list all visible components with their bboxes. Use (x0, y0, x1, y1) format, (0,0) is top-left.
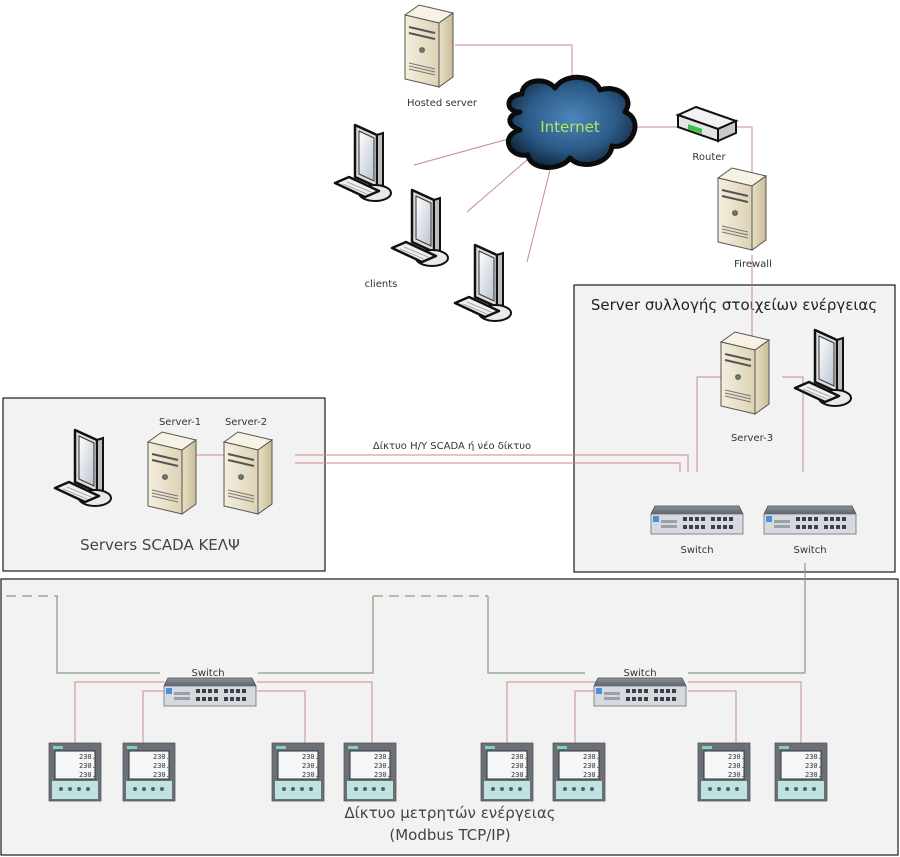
hosted-server-label: Hosted server (407, 98, 478, 109)
router-label: Router (692, 152, 726, 163)
switch-label: Switch (680, 545, 713, 556)
meter-reading: 230. (728, 753, 745, 761)
meter-reading: 230. (728, 762, 745, 770)
energy-meter-icon[interactable]: 230.230.230. (774, 742, 828, 802)
meter-reading: 230. (511, 762, 528, 770)
meter-reading: 230. (153, 771, 170, 779)
meter-reading: 230. (374, 771, 391, 779)
link-client3-internet (526, 169, 551, 263)
firewall-icon[interactable] (717, 167, 767, 251)
energy-meter-icon[interactable]: 230.230.230. (48, 742, 102, 802)
switch-icon[interactable] (650, 505, 744, 535)
meter-reading: 230. (728, 771, 745, 779)
meter-reading: 230. (805, 762, 822, 770)
scada-servers-group: Server-1 Server-2 Servers SCADA ΚΕΛΨ (2, 397, 326, 572)
meter-reading: 230. (79, 762, 96, 770)
energy-meter-icon[interactable]: 230.230.230. (697, 742, 751, 802)
energy-meter-icon[interactable]: 230.230.230. (343, 742, 397, 802)
server-2-label: Server-2 (225, 417, 267, 428)
firewall-label: Firewall (734, 259, 772, 270)
client-workstation-icon[interactable] (453, 243, 513, 323)
meter-reading: 230. (511, 753, 528, 761)
server-2-icon[interactable] (223, 431, 273, 515)
energy-meter-icon[interactable]: 230.230.230. (480, 742, 534, 802)
meter-reading: 230. (805, 771, 822, 779)
meter-reading: 230. (374, 762, 391, 770)
meter-network-title-line2: (Modbus TCP/IP) (389, 826, 510, 844)
meter-reading: 230. (302, 753, 319, 761)
meter-reading: 230. (511, 771, 528, 779)
meter-reading: 230. (302, 762, 319, 770)
scada-box-title: Servers SCADA ΚΕΛΨ (80, 536, 240, 554)
hosted-server-icon[interactable] (404, 4, 454, 88)
clients-label: clients (365, 279, 398, 290)
energy-server-group: Server συλλογής στοιχείων ενέργειας Serv… (295, 284, 896, 573)
scada-link-label: Δίκτυο Η/Υ SCADA ή νέο δίκτυο (373, 440, 531, 452)
switch-label: Switch (623, 668, 656, 679)
meter-reading: 230. (583, 762, 600, 770)
server-1-icon[interactable] (147, 431, 197, 515)
meter-reading: 230. (79, 753, 96, 761)
meter-reading: 230. (153, 762, 170, 770)
router-icon[interactable] (675, 105, 739, 143)
meter-reading: 230. (153, 753, 170, 761)
server-3-label: Server-3 (731, 433, 773, 444)
switch-label: Switch (793, 545, 826, 556)
server-3-icon[interactable] (720, 331, 770, 415)
meter-reading: 230. (302, 771, 319, 779)
meter-network-title-line1: Δίκτυο μετρητών ενέργειας (344, 804, 555, 822)
link-client1-internet (413, 137, 513, 166)
link-client2-internet (466, 159, 528, 213)
internet-label: Internet (540, 118, 600, 136)
meter-reading: 230. (805, 753, 822, 761)
meter-reading: 230. (374, 753, 391, 761)
energy-server-box-title: Server συλλογής στοιχείων ενέργειας (591, 296, 877, 314)
client-workstation-icon[interactable] (390, 188, 450, 268)
server-1-label: Server-1 (159, 417, 201, 428)
client-workstation-icon[interactable] (333, 123, 393, 203)
switch-icon[interactable] (763, 505, 857, 535)
meter-network-group: Switch Switch 230.230.230.230.230.230.23… (0, 563, 899, 856)
energy-meter-icon[interactable]: 230.230.230. (552, 742, 606, 802)
switch-icon[interactable] (163, 677, 257, 707)
switch-label: Switch (191, 668, 224, 679)
meter-reading: 230. (583, 753, 600, 761)
meter-reading: 230. (79, 771, 96, 779)
meter-reading: 230. (583, 771, 600, 779)
switch-icon[interactable] (593, 677, 687, 707)
energy-meter-icon[interactable]: 230.230.230. (271, 742, 325, 802)
energy-meter-icon[interactable]: 230.230.230. (122, 742, 176, 802)
internet-cloud-icon[interactable]: Internet (506, 74, 638, 170)
meter-network-box (0, 578, 899, 856)
